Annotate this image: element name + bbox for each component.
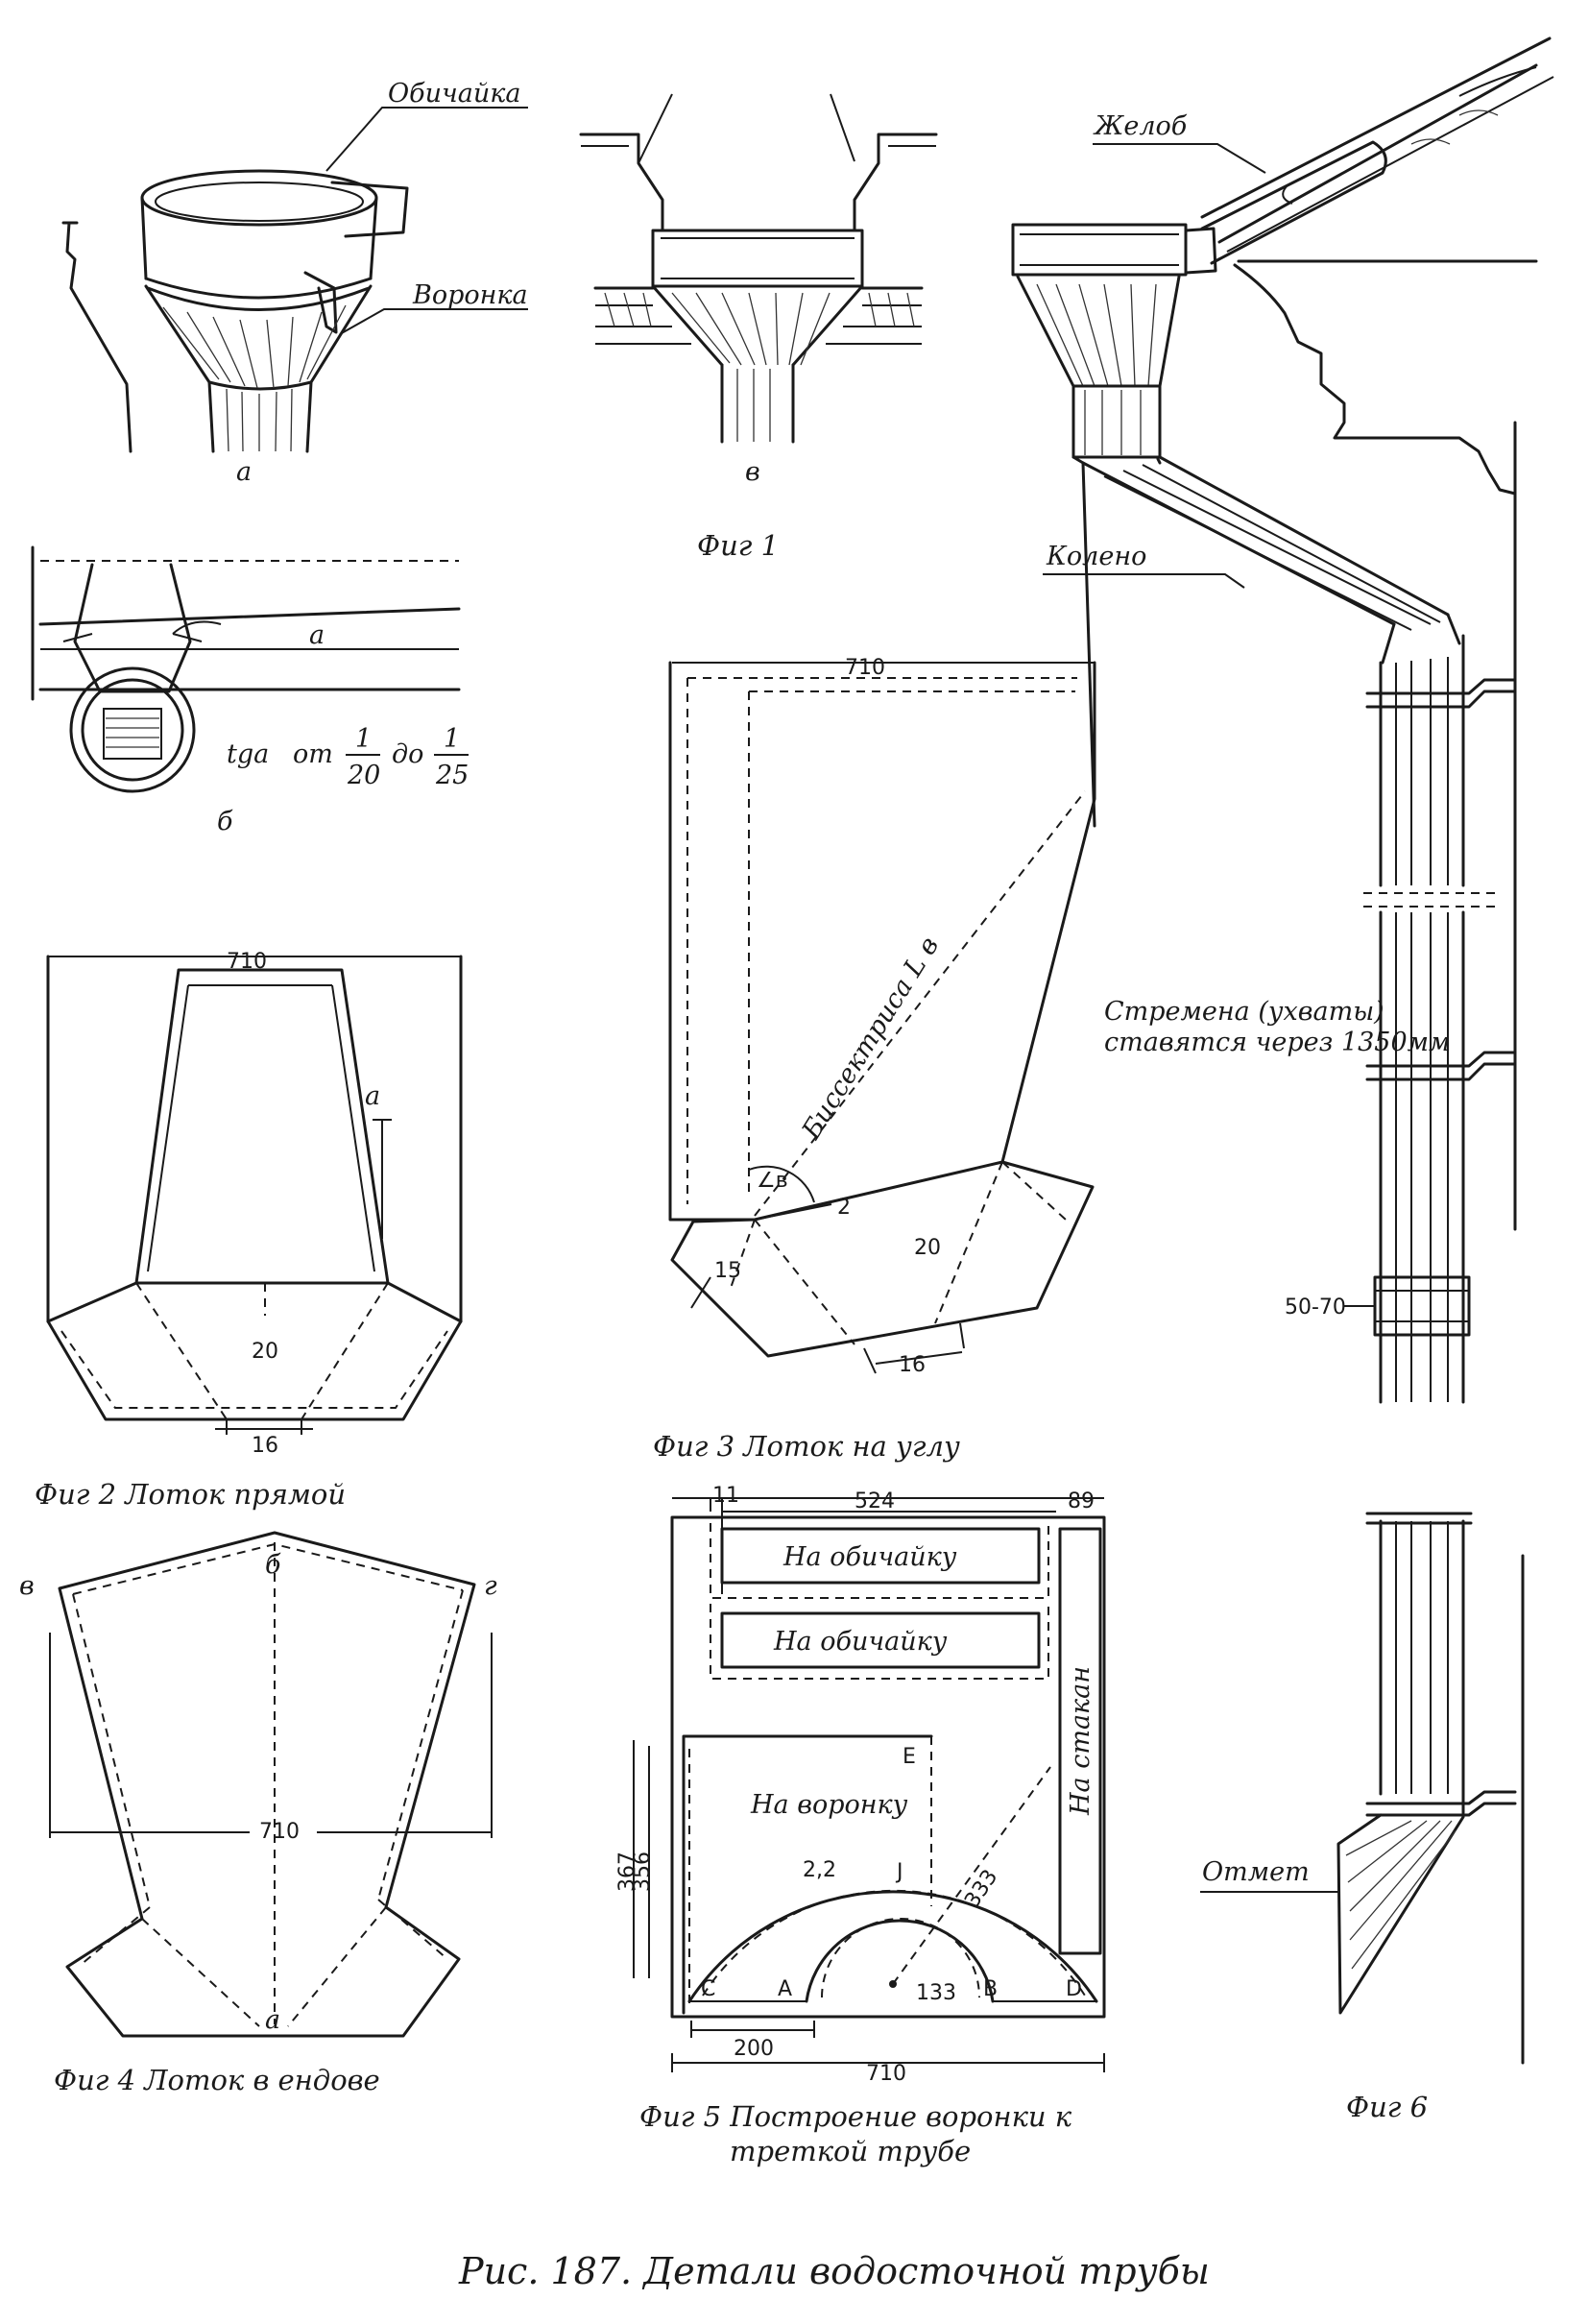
label-point-J: J: [895, 1860, 903, 1884]
label-fig3-2: 2: [837, 1196, 851, 1220]
dim-fig5-524: 524: [855, 1489, 895, 1513]
dim-fig2-mid: 20: [252, 1340, 278, 1364]
label-point-E: E: [903, 1745, 916, 1769]
label-slope-from: от: [293, 739, 333, 769]
label-voronka: Воронка: [412, 280, 528, 310]
fig6-discharge: [1200, 1512, 1525, 2065]
dim-fig5-89: 89: [1068, 1489, 1095, 1513]
dim-fig3-side: 15: [714, 1259, 741, 1283]
label-point-D: D: [1066, 1977, 1082, 2001]
main-caption: Рис. 187. Детали водосточной трубы: [458, 2250, 1210, 2292]
label-slope-den2: 25: [435, 761, 469, 790]
dim-fig5-367: 367: [615, 1852, 639, 1892]
dim-fig5-333: 333: [960, 1866, 1002, 1913]
dim-fig3-mid: 20: [914, 1236, 941, 1260]
label-obechaika: Обичайка: [388, 79, 521, 109]
dim-fig3-width: 710: [845, 656, 885, 680]
caption-fig2: Фиг 2 Лоток прямой: [35, 1478, 346, 1511]
label-slope-angle: a: [309, 620, 325, 650]
label-stremena-2: ставятся через 1350мм: [1104, 1028, 1450, 1057]
label-koleno: Колено: [1046, 542, 1146, 571]
label-slope-tga: tga: [227, 739, 269, 769]
fig3-corner-tray: [668, 661, 1096, 1374]
label-slope-num1: 1: [355, 724, 372, 754]
fig2-straight-tray: [46, 955, 463, 1435]
caption-fig6: Фиг 6: [1346, 2091, 1428, 2123]
label-na-stakan: На стакан: [1066, 1666, 1095, 1816]
label-stremena-1: Стремена (ухваты): [1104, 997, 1384, 1027]
label-point-A: A: [778, 1977, 792, 2001]
label-point-B: B: [983, 1977, 998, 2001]
fig1-a-funnel: [61, 107, 528, 453]
caption-fig5-line1: Фиг 5 Построение воронки к: [639, 2100, 1072, 2133]
label-na-obechaiku-2: На обичайку: [773, 1627, 948, 1657]
fig5-funnel-layout: [633, 1497, 1106, 2072]
dim-fig4-width: 710: [259, 1820, 300, 1844]
label-bissektrisa: Биссектриса L в: [796, 932, 945, 1145]
caption-fig5-line2: треткой трубе: [730, 2135, 971, 2167]
dim-fig5-356: 356: [631, 1852, 655, 1892]
label-slope-den1: 20: [347, 761, 380, 790]
dim-fig5-22: 2,2: [803, 1858, 836, 1882]
label-fig4-g: г: [484, 1571, 497, 1601]
label-fig4-a: а: [265, 2005, 280, 2035]
label-otmet: Отмет: [1202, 1857, 1310, 1887]
dim-pipe-gap: 50-70: [1285, 1295, 1346, 1319]
label-fig2-a: а: [365, 1081, 380, 1111]
caption-fig4: Фиг 4 Лоток в ендове: [54, 2064, 380, 2096]
label-point-C: C: [701, 1977, 715, 2001]
label-fig1-a: а: [236, 457, 252, 487]
fig4-valley-tray: [49, 1531, 493, 2038]
label-slope-to: до: [392, 739, 423, 769]
caption-fig1: Фиг 1: [697, 529, 779, 562]
dim-fig3-bottom: 16: [899, 1353, 926, 1377]
dim-fig2-width: 710: [227, 950, 267, 974]
label-na-voronku: На воронку: [750, 1790, 908, 1820]
caption-fig3: Фиг 3 Лоток на углу: [653, 1430, 960, 1463]
fig1-b-slope: [31, 545, 461, 793]
dim-fig5-710: 710: [866, 2062, 906, 2086]
dim-fig5-200: 200: [734, 2037, 774, 2061]
label-fig4-v: в: [19, 1571, 35, 1601]
label-na-obechaiku-1: На обичайку: [782, 1542, 957, 1572]
label-slope-num2: 1: [444, 724, 460, 754]
label-fig1-b: б: [217, 807, 233, 836]
downpipe-assembly: [1011, 36, 1554, 1404]
label-fig1-v: в: [745, 457, 760, 487]
dim-fig2-bottom: 16: [252, 1434, 278, 1458]
label-zheleb: Желоб: [1093, 111, 1188, 141]
dim-fig5-133: 133: [916, 1981, 956, 2005]
fig1-v-outlet: [579, 93, 938, 444]
label-angle-v: ∠в: [757, 1169, 788, 1193]
label-fig4-b: б: [265, 1550, 281, 1580]
dim-fig5-11: 11: [712, 1484, 739, 1508]
